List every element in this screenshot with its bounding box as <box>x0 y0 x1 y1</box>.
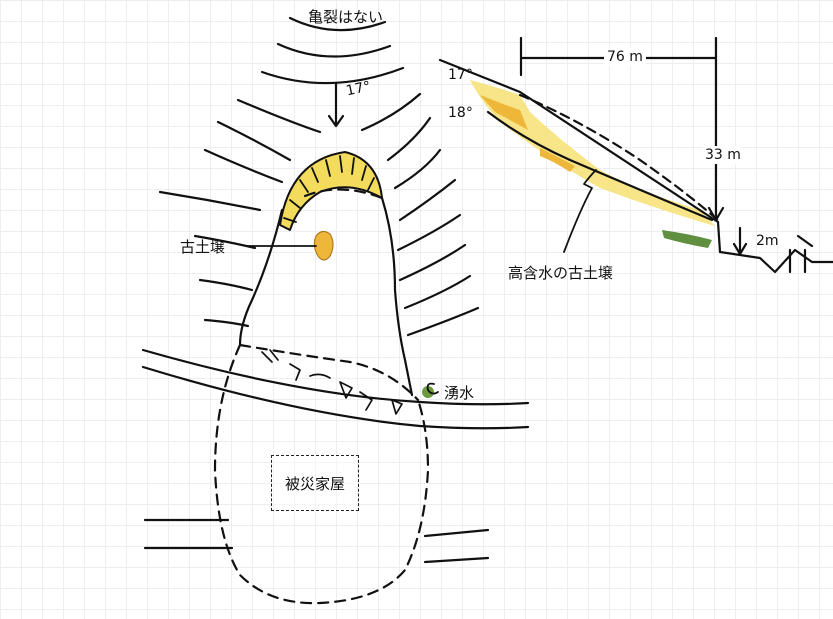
road-line-lower <box>141 365 530 430</box>
spring-label: 湧水 <box>444 384 475 402</box>
section-soil-orange <box>480 95 575 172</box>
slip-line-solid <box>486 110 714 222</box>
spring-marker <box>422 386 434 398</box>
top-note: 亀裂はない <box>308 8 384 26</box>
distance-76m-label: 76 m <box>604 48 646 66</box>
old-soil-crescent <box>279 151 383 231</box>
old-soil-label: 古土壌 <box>180 238 226 256</box>
dim-2m-line <box>732 226 748 256</box>
cross-section <box>438 36 833 274</box>
damaged-house-box: 被災家屋 <box>271 455 359 511</box>
ground-profile <box>716 220 833 274</box>
spring-hook <box>426 382 439 395</box>
height-33m-label: 33 m <box>703 146 743 164</box>
section-soil-label: 高含水の古土壌 <box>508 264 614 282</box>
angle-lower-label: 18° <box>448 105 473 121</box>
step-2m-label: 2m <box>756 233 779 249</box>
dashed-boundaries <box>213 188 430 605</box>
contour-lines <box>143 16 490 564</box>
scarp-hatching <box>283 155 375 223</box>
landslide-boundary-upper <box>238 208 284 347</box>
angle-upper-label: 17° <box>448 67 473 83</box>
section-soil-yellow <box>470 80 715 226</box>
damaged-house-label: 被災家屋 <box>284 474 345 493</box>
landslide-boundary-right <box>380 196 414 397</box>
dim-33m-line <box>707 58 725 222</box>
leader-soil <box>563 169 597 253</box>
slip-line-dashed <box>518 93 722 224</box>
debris-marks <box>261 349 403 415</box>
old-soil-blob <box>313 230 334 261</box>
slope-arrow <box>327 82 345 128</box>
section-green <box>662 230 712 248</box>
step-notch <box>788 234 814 274</box>
slope-surface-line <box>438 58 720 224</box>
